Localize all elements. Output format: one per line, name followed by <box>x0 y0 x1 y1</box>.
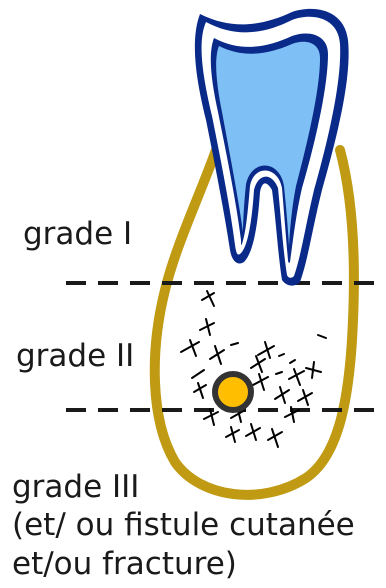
grade-1-label: grade I <box>23 219 132 250</box>
grade-3-note-line-1: (et/ ou fistule cutanée <box>12 510 355 541</box>
lesion-core <box>215 374 251 410</box>
bone-lesion-marks <box>181 291 326 447</box>
grade-2-label: grade II <box>16 341 134 372</box>
grade-3-note-line-2: et/ou fracture) <box>12 549 237 580</box>
grade-3-label: grade III <box>12 472 139 503</box>
